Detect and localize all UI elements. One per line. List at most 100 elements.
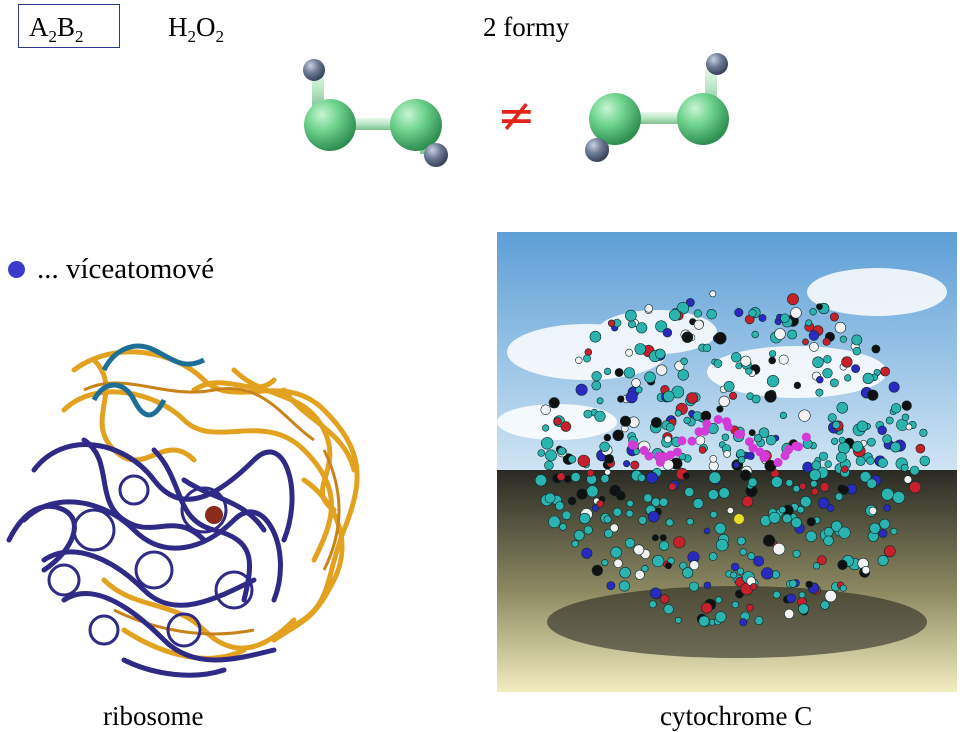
atom bbox=[793, 550, 800, 557]
h2o2-h-subscript: 2 bbox=[188, 27, 197, 46]
atom bbox=[878, 458, 888, 468]
atom bbox=[755, 617, 763, 625]
atom bbox=[587, 486, 598, 497]
atom bbox=[809, 331, 819, 341]
atom bbox=[904, 476, 912, 484]
atom bbox=[595, 411, 606, 422]
atom bbox=[674, 537, 686, 549]
heme-atom bbox=[673, 448, 682, 457]
atom bbox=[719, 396, 730, 407]
atom bbox=[558, 447, 566, 455]
atom bbox=[669, 310, 680, 321]
atom bbox=[687, 518, 694, 525]
atom bbox=[703, 344, 711, 352]
atom bbox=[835, 493, 842, 500]
atom bbox=[635, 344, 646, 355]
atom bbox=[632, 379, 641, 388]
atom bbox=[823, 368, 833, 378]
atom bbox=[719, 488, 730, 499]
atom bbox=[544, 461, 553, 470]
atom bbox=[806, 531, 817, 542]
atom bbox=[604, 434, 611, 441]
atom bbox=[775, 329, 786, 340]
sulfur-atom bbox=[734, 514, 744, 524]
atom bbox=[889, 382, 899, 392]
atom bbox=[693, 412, 702, 421]
atom bbox=[555, 502, 564, 511]
atom bbox=[819, 452, 827, 460]
atom bbox=[754, 556, 764, 566]
atom bbox=[625, 538, 635, 548]
atom bbox=[784, 609, 794, 619]
atom bbox=[535, 475, 546, 486]
formula-a-letter: A bbox=[29, 12, 49, 42]
atom bbox=[816, 389, 823, 396]
atom bbox=[881, 367, 890, 376]
atom bbox=[600, 442, 610, 452]
atom bbox=[604, 368, 611, 375]
atom bbox=[690, 561, 699, 570]
atom bbox=[664, 604, 674, 614]
atom bbox=[810, 480, 817, 487]
atom bbox=[694, 310, 702, 318]
ribosome-caption: ribosome bbox=[103, 700, 204, 732]
atom bbox=[724, 381, 734, 391]
atom bbox=[906, 424, 912, 430]
atom bbox=[561, 422, 571, 432]
atom bbox=[809, 342, 818, 351]
atom bbox=[619, 581, 629, 591]
forms-label: 2 formy bbox=[483, 10, 569, 44]
atom bbox=[645, 305, 653, 313]
atom bbox=[852, 441, 863, 452]
atom bbox=[740, 619, 747, 626]
atom bbox=[798, 604, 808, 614]
atom bbox=[693, 498, 703, 508]
atom bbox=[841, 466, 848, 473]
atom bbox=[683, 568, 693, 578]
atom bbox=[771, 477, 782, 488]
atom bbox=[868, 390, 879, 401]
atom bbox=[541, 405, 551, 415]
atom bbox=[576, 384, 587, 395]
atom bbox=[626, 349, 633, 356]
atom bbox=[786, 479, 793, 486]
atom bbox=[910, 466, 919, 475]
atom bbox=[737, 568, 744, 575]
atom bbox=[789, 580, 796, 587]
atom bbox=[825, 590, 837, 602]
atom bbox=[818, 498, 829, 509]
atom bbox=[863, 373, 874, 384]
atom bbox=[727, 507, 733, 513]
atom bbox=[840, 585, 846, 591]
atom bbox=[828, 414, 836, 422]
atom bbox=[683, 473, 690, 480]
atom bbox=[893, 491, 905, 503]
molecule-form-2 bbox=[575, 46, 745, 170]
atom bbox=[707, 309, 717, 319]
atom bbox=[788, 330, 797, 339]
atom bbox=[626, 392, 637, 403]
atom bbox=[820, 483, 829, 492]
atom bbox=[838, 442, 850, 454]
atom bbox=[577, 489, 588, 500]
atom bbox=[638, 474, 645, 481]
atom bbox=[592, 371, 602, 381]
atom bbox=[687, 393, 698, 404]
atom bbox=[604, 516, 611, 523]
atom bbox=[811, 488, 818, 495]
atom bbox=[597, 398, 603, 404]
atom bbox=[613, 430, 624, 441]
atom bbox=[655, 349, 665, 359]
atom bbox=[891, 442, 901, 452]
atom bbox=[806, 581, 813, 588]
atom bbox=[761, 568, 773, 580]
atom bbox=[709, 472, 721, 484]
atom bbox=[830, 379, 838, 387]
atom bbox=[571, 473, 580, 482]
oxygen-atom bbox=[589, 93, 641, 145]
atom bbox=[806, 320, 812, 326]
atom bbox=[722, 434, 729, 441]
atom bbox=[838, 560, 848, 570]
h2o2-o-subscript: 2 bbox=[216, 27, 225, 46]
formula-a2b2: A2B2 bbox=[18, 4, 120, 48]
